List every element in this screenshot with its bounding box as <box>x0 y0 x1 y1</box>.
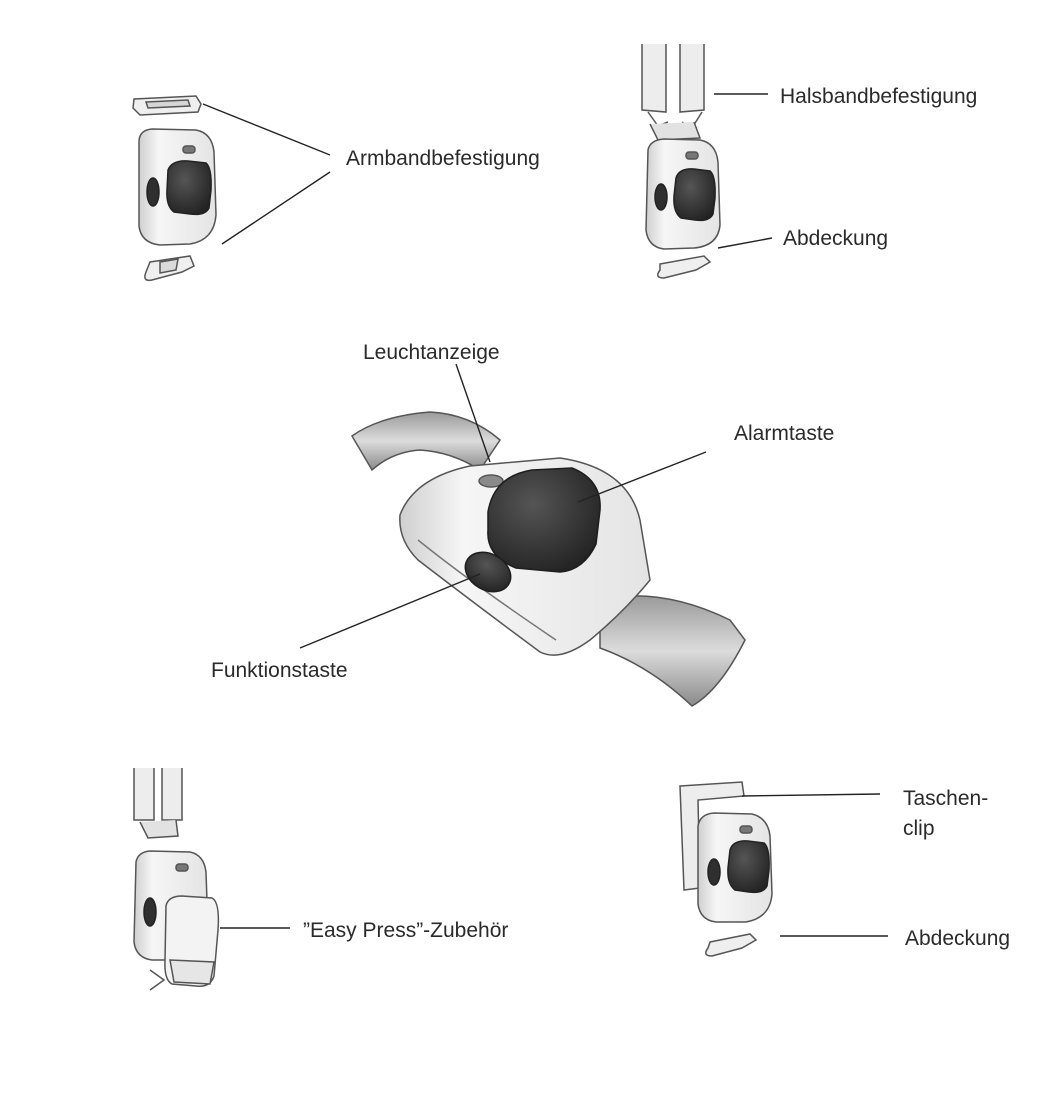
leader-lines-center <box>299 363 707 649</box>
label-taschenclip-line2: clip <box>903 817 935 840</box>
device-pocket-clip-assembly <box>679 781 773 957</box>
device-worn-on-wrist <box>351 411 746 707</box>
label-alarmtaste: Alarmtaste <box>734 422 835 445</box>
label-easy-press: ”Easy Press”-Zubehör <box>303 919 509 942</box>
label-halsbandbefestigung: Halsbandbefestigung <box>780 85 978 108</box>
label-abdeckung-top: Abdeckung <box>783 227 889 250</box>
label-funktionstaste: Funktionstaste <box>211 659 348 682</box>
device-wristband-assembly <box>132 95 217 282</box>
device-easy-press-assembly <box>133 768 220 991</box>
device-necklace-assembly <box>641 44 721 279</box>
leader-lines-top-right <box>714 93 773 249</box>
label-armbandbefestigung: Armbandbefestigung <box>346 147 540 170</box>
leader-lines-armband <box>202 103 331 245</box>
label-leuchtanzeige: Leuchtanzeige <box>363 341 500 364</box>
leader-lines-bottom-right <box>741 793 888 937</box>
label-abdeckung-bottom: Abdeckung <box>905 927 1011 950</box>
label-taschenclip-line1: Taschen- <box>903 787 989 810</box>
